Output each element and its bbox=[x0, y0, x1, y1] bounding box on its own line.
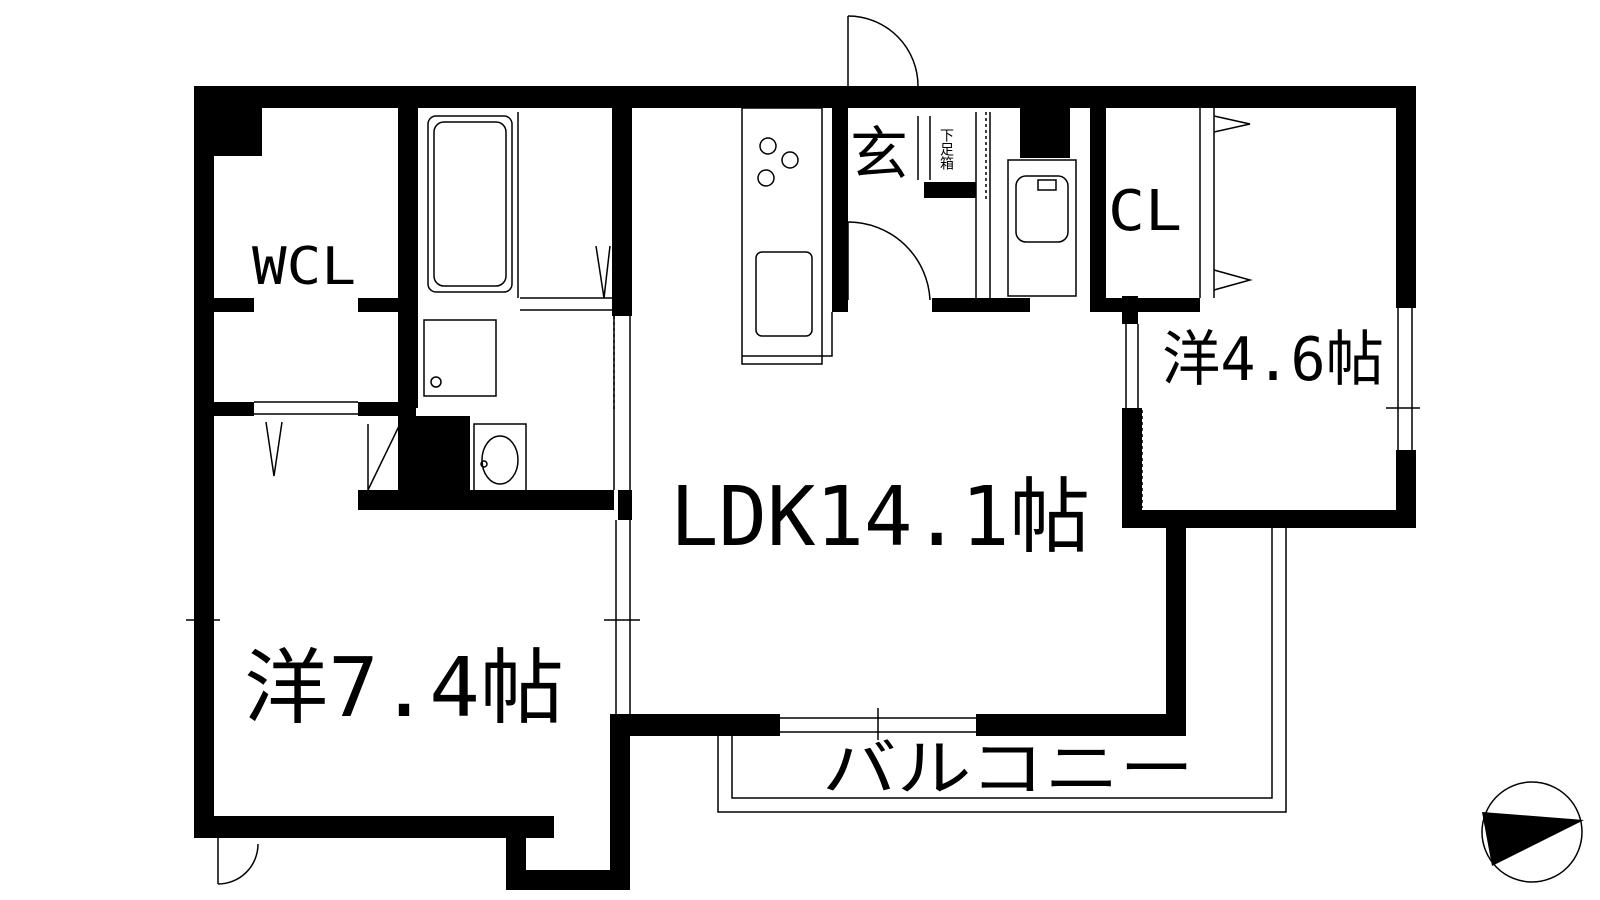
fixtures bbox=[423, 107, 1077, 497]
toilet bbox=[1015, 175, 1069, 243]
compass bbox=[1481, 781, 1584, 883]
room-label-ldk: LDK14.1帖 bbox=[670, 470, 1090, 565]
kitchen-counter bbox=[741, 107, 823, 365]
bathtub bbox=[427, 115, 513, 293]
room-label-entrance: 玄 bbox=[850, 120, 908, 188]
room-label-cl: CL bbox=[1108, 179, 1182, 244]
kitchen-sink bbox=[755, 251, 813, 337]
room-label-western-small: 洋4.6帖 bbox=[1162, 325, 1384, 395]
balcony bbox=[717, 528, 1287, 813]
room-label-shoe-box: 下足箱 bbox=[938, 128, 954, 170]
doors-windows bbox=[186, 15, 1420, 885]
room-label-western-large: 洋7.4帖 bbox=[244, 641, 564, 736]
walls bbox=[194, 86, 1416, 890]
wash-basin bbox=[473, 423, 527, 497]
room-label-wcl: WCL bbox=[252, 237, 356, 297]
room-label-balcony: バルコニー bbox=[822, 732, 1194, 805]
washer bbox=[423, 319, 497, 397]
